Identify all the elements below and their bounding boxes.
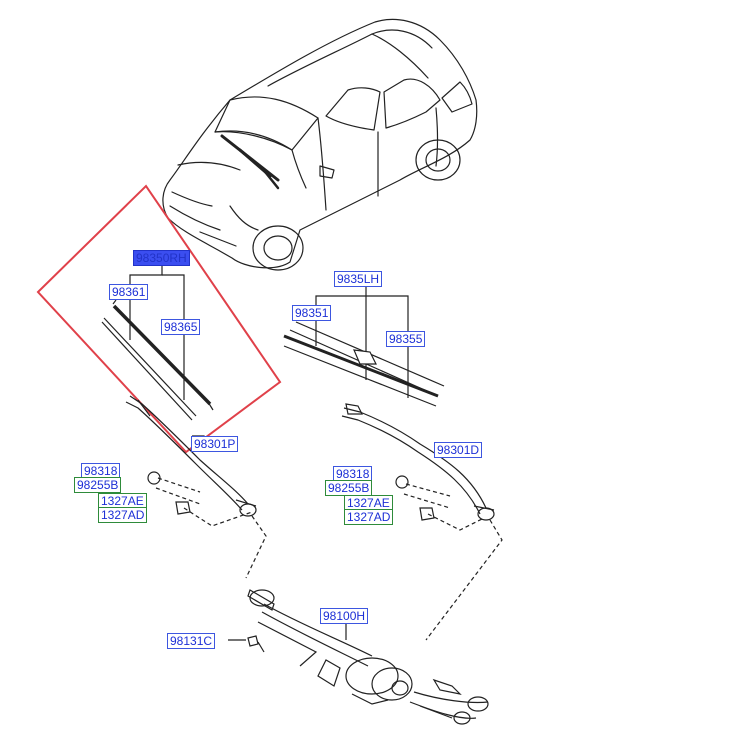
linkage-motor-parts: [228, 589, 489, 725]
label-arm-passenger[interactable]: 98301P: [191, 436, 239, 452]
label-cover-right[interactable]: 98255B: [325, 480, 373, 496]
label-cover-left[interactable]: 98255B: [74, 477, 122, 493]
label-nut-left-a[interactable]: 1327AE: [98, 493, 147, 509]
label-nut-right-b[interactable]: 1327AD: [344, 509, 394, 525]
blade-lh-parts: [283, 286, 445, 407]
label-cap-left[interactable]: 98318: [81, 463, 121, 479]
label-blade-rh-insert-a[interactable]: 98361: [109, 284, 149, 300]
vehicle-illustration: [162, 18, 478, 271]
label-nut-right-a[interactable]: 1327AE: [344, 495, 393, 511]
label-blade-rh[interactable]: 98350RH: [133, 250, 190, 266]
label-linkage-motor[interactable]: 98100H: [320, 608, 369, 624]
selection-box: [36, 184, 282, 454]
label-blade-lh-insert-b[interactable]: 98355: [386, 331, 426, 347]
label-bolt[interactable]: 98131C: [167, 633, 216, 649]
label-blade-rh-insert-b[interactable]: 98365: [161, 319, 201, 335]
arm-passenger-parts: [125, 395, 267, 579]
label-blade-lh-insert-a[interactable]: 98351: [292, 305, 332, 321]
label-arm-driver[interactable]: 98301D: [434, 442, 483, 458]
blade-rh-parts: [101, 264, 214, 421]
label-blade-lh[interactable]: 9835LH: [334, 271, 383, 287]
label-nut-left-b[interactable]: 1327AD: [98, 507, 148, 523]
